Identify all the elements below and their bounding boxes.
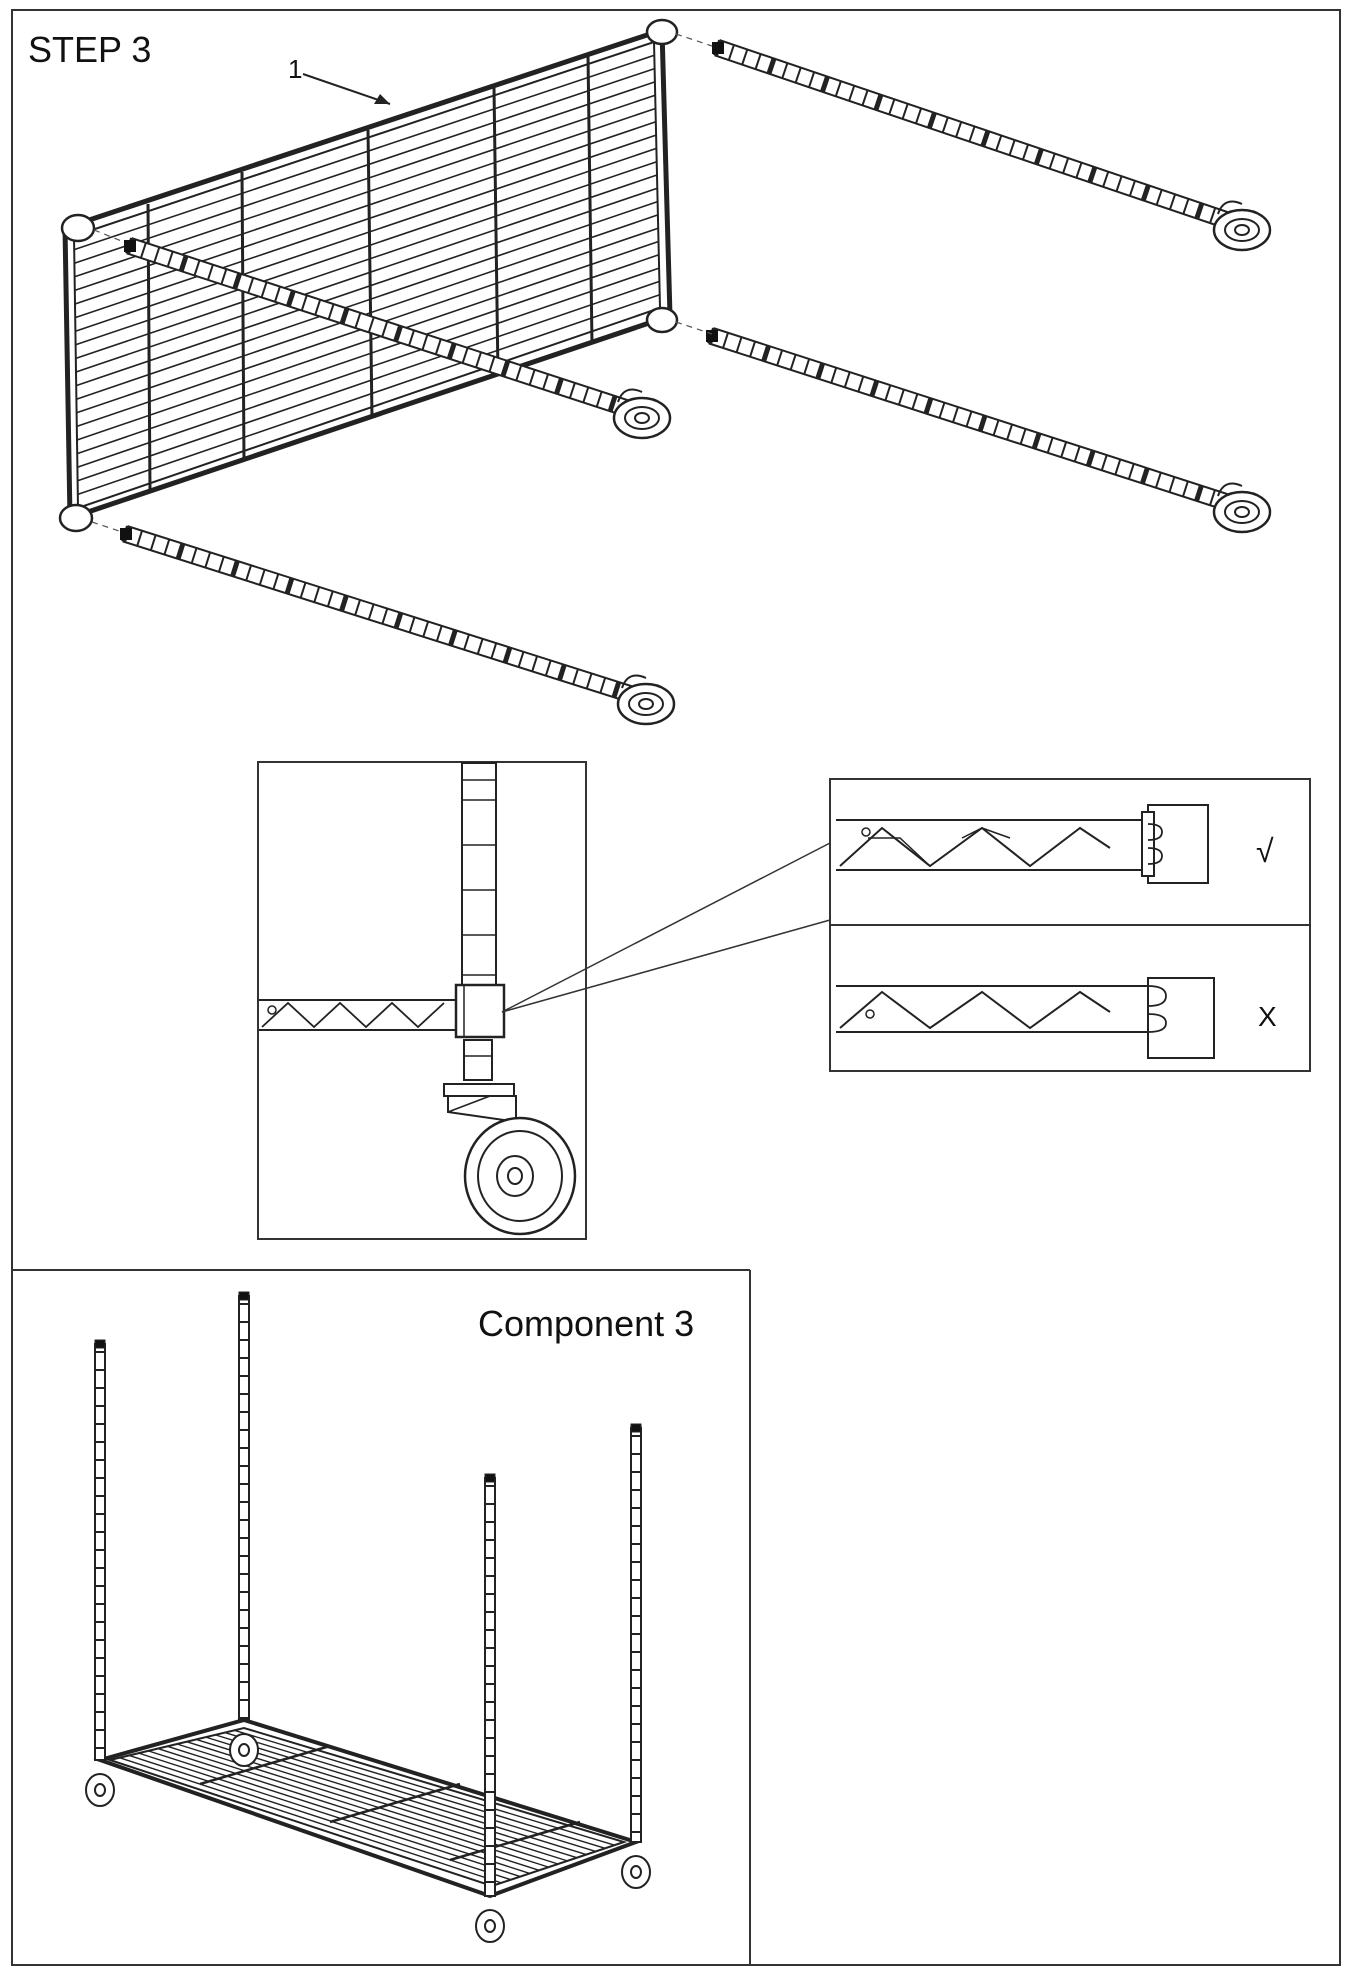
correct-fit-drawing (836, 804, 1209, 884)
caster-post-3 (124, 237, 672, 440)
part-callout-leader (302, 73, 391, 105)
incorrect-fit-mark: X (1258, 1001, 1277, 1032)
caster-post-1 (712, 39, 1272, 252)
assembled-cart (85, 1291, 651, 1943)
correct-fit-mark: √ (1256, 833, 1274, 869)
caster-posts (120, 39, 1272, 726)
detail-post-caster (259, 762, 577, 1236)
part-callout-arrowhead (374, 94, 390, 104)
component-title: Component 3 (478, 1303, 694, 1344)
cart-post-back-left (229, 1291, 259, 1767)
wire-shelf (58, 18, 679, 533)
alignment-guides (91, 33, 713, 533)
zoom-leader-lines (501, 842, 831, 1013)
part-callout-label: 1 (288, 54, 302, 84)
page-border (11, 9, 1341, 1966)
cart-post-front-left (85, 1339, 115, 1807)
step-title: STEP 3 (28, 29, 151, 70)
incorrect-fit-drawing (836, 977, 1215, 1059)
caster-post-2 (706, 327, 1272, 534)
cart-post-back-right (621, 1423, 651, 1889)
cart-post-front-right (475, 1473, 505, 1943)
caster-post-4 (120, 525, 676, 726)
